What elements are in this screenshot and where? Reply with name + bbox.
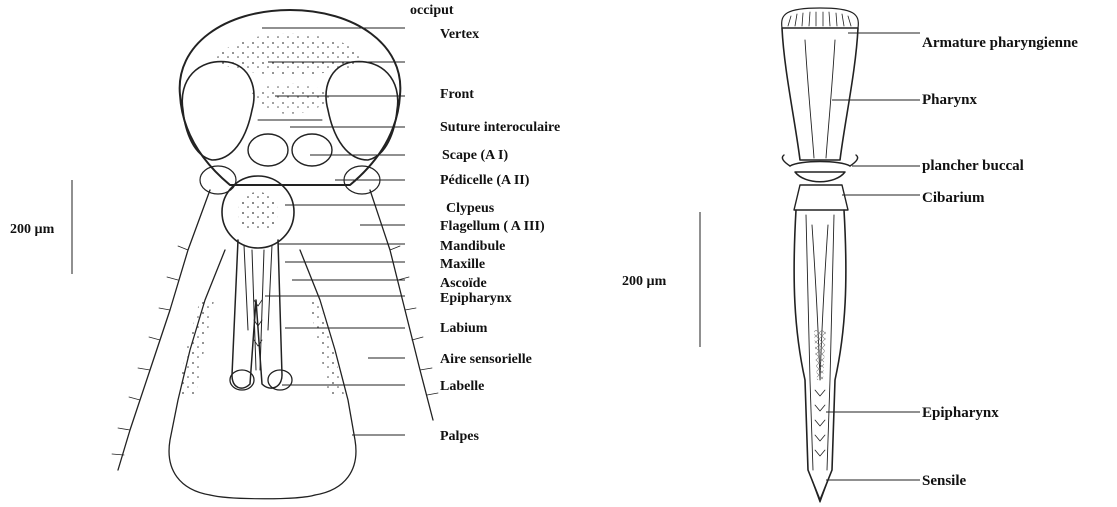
pharynx-drawing — [782, 8, 859, 502]
label-labelle: Labelle — [440, 379, 484, 394]
right-leader-lines — [826, 33, 920, 480]
head-drawing — [112, 10, 438, 499]
scale-label-left: 200 µm — [10, 222, 55, 237]
label-occiput: occiput — [410, 3, 454, 18]
label-epipharynx-right: Epipharynx — [922, 405, 999, 421]
label-epipharynx-left: Epipharynx — [440, 291, 512, 306]
right-labels: 200 µm Armature pharyngienne Pharynx pla… — [622, 35, 1078, 489]
label-plancher-buccal: plancher buccal — [922, 158, 1024, 174]
label-aire-sensorielle: Aire sensorielle — [440, 352, 532, 367]
label-mandibule: Mandibule — [440, 239, 505, 254]
label-pedicelle: Pédicelle (A II) — [440, 173, 530, 188]
label-suture-interoculaire: Suture interoculaire — [440, 120, 560, 135]
label-sensile: Sensile — [922, 473, 967, 489]
label-labium: Labium — [440, 321, 488, 336]
label-clypeus: Clypeus — [446, 201, 495, 216]
label-ascoide: Ascoïde — [440, 276, 487, 291]
label-front: Front — [440, 87, 474, 102]
label-vertex: Vertex — [440, 27, 479, 42]
label-pharynx: Pharynx — [922, 92, 978, 108]
label-palpes: Palpes — [440, 429, 479, 444]
scale-label-right: 200 µm — [622, 274, 667, 289]
label-cibarium: Cibarium — [922, 190, 985, 206]
label-flagellum: Flagellum ( A III) — [440, 219, 545, 234]
label-maxille: Maxille — [440, 257, 485, 272]
label-scape: Scape (A I) — [442, 148, 508, 163]
label-armature-pharyngienne: Armature pharyngienne — [922, 35, 1078, 51]
